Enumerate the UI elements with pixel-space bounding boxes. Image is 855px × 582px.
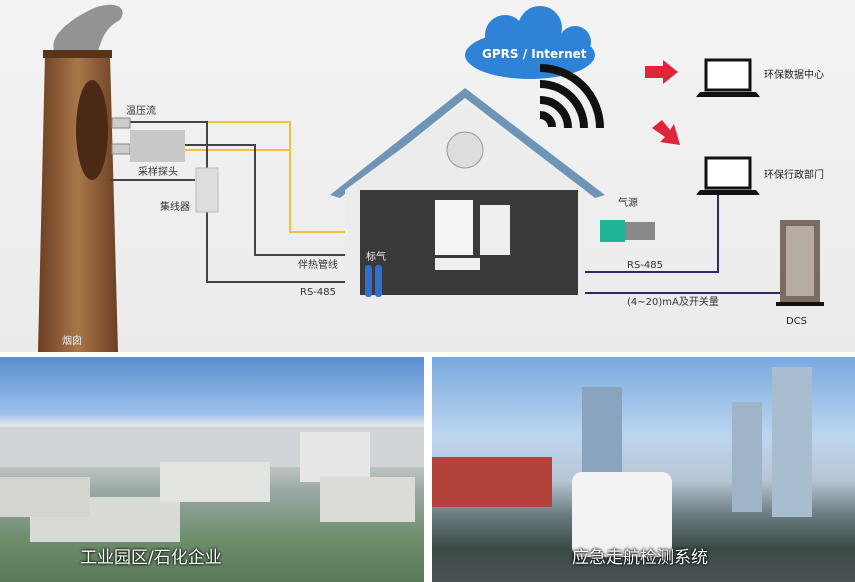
smoke <box>53 4 123 60</box>
mobile-monitoring-photo: 应急走航检测系统 <box>432 357 855 582</box>
wireless-signal-icon <box>539 64 604 129</box>
gas-label: 标气 <box>366 250 386 263</box>
industrial-park-photo: 工业园区/石化企业 <box>0 357 424 582</box>
heat-line-label: 伴热管线 <box>298 258 338 271</box>
left-photo-caption: 工业园区/石化企业 <box>80 548 222 568</box>
data-center-label: 环保数据中心 <box>764 68 824 81</box>
dcs-label: DCS <box>786 316 807 327</box>
arrow-icon <box>652 120 680 145</box>
hub: 集线器 <box>160 167 219 213</box>
analog-signal-label: (4~20)mA及开关量 <box>627 295 719 308</box>
chimney: 烟囱 <box>38 50 118 352</box>
dcs-cabinet: DCS <box>776 220 824 327</box>
temperature-pressure-flow-sensor: 温压流 <box>111 104 156 129</box>
chimney-label: 烟囱 <box>62 334 82 347</box>
arrow-icon <box>645 60 678 84</box>
rs485-right-label: RS-485 <box>627 260 663 271</box>
cloud-icon: GPRS / Internet <box>465 6 595 79</box>
right-photo-caption: 应急走航检测系统 <box>572 548 708 568</box>
hub-label: 集线器 <box>160 200 190 213</box>
air-source-label: 气源 <box>618 196 638 209</box>
analyzer-house: 标气 <box>330 88 605 315</box>
data-center-laptop-icon: 环保数据中心 <box>696 58 824 97</box>
agency-label: 环保行政部门 <box>764 168 824 181</box>
cloud-label: GPRS / Internet <box>482 47 587 61</box>
air-source-pump: 气源 <box>600 196 655 242</box>
cems-system-diagram: 烟囱 温压流 采样探头 集线器 伴热管线 RS-485 标气 <box>0 0 855 352</box>
agency-laptop-icon: 环保行政部门 <box>696 156 824 195</box>
probe-label: 采样探头 <box>138 165 178 178</box>
rs485-left-label: RS-485 <box>300 287 336 298</box>
sampling-probe: 采样探头 <box>111 130 185 178</box>
sensor-label: 温压流 <box>126 104 156 117</box>
